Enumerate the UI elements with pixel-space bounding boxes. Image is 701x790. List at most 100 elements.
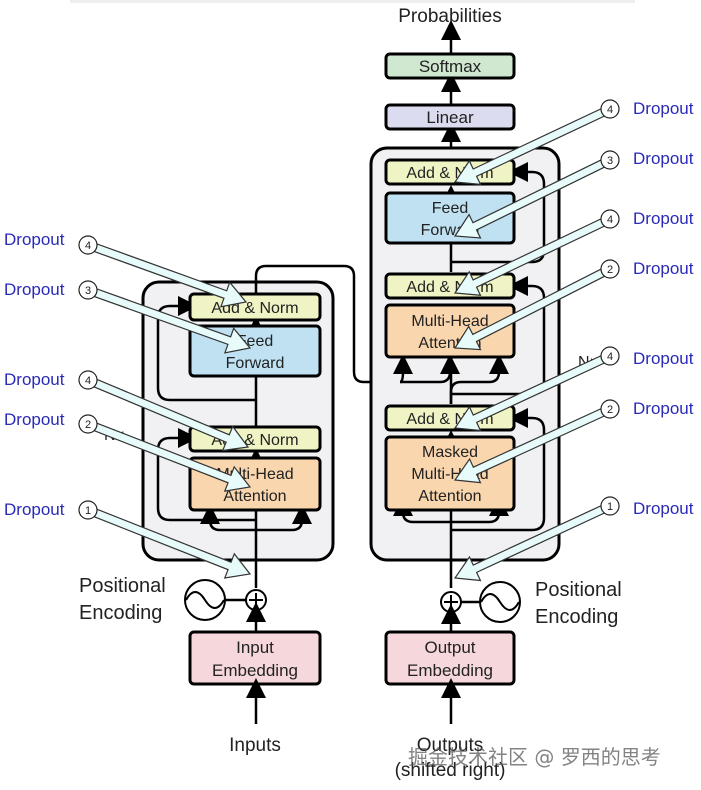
encoder-residual-1 [156,428,256,522]
dropout-label: Dropout [633,399,694,418]
decoder-residual-3 [451,162,546,264]
dropout-callout: 1 Dropout [453,496,694,582]
decoder-masked-attention [384,435,516,512]
dropout-number: 4 [85,375,91,387]
dropout-number: 3 [85,285,91,297]
dropout-number: 4 [607,104,613,116]
input-embedding-label-1: Input [236,638,274,657]
dropout-label: Dropout [633,99,694,118]
dropout-number-circle [600,150,620,170]
decoder-masked-label-1: Masked [422,444,478,461]
encoder-to-decoder-line [254,264,400,384]
output-embedding-label-1: Output [424,638,475,657]
dropout-number-circle [78,500,98,520]
dropout-number-circle [600,496,620,516]
dropout-label: Dropout [633,209,694,228]
dropout-number: 1 [85,505,91,517]
encoder-attn-branch-right [256,504,312,532]
dropout-arrow [453,404,613,484]
dropout-callout: 2 Dropout [453,399,694,484]
sine-wave-icon [185,591,225,609]
dropout-arrow [453,155,613,239]
decoder-cross-attention [384,303,516,359]
dropout-number: 4 [85,240,91,252]
dropout-number: 1 [607,501,613,513]
dropout-number-circle [600,346,620,366]
dropout-number-circle [600,259,620,279]
decoder-pe-label-1: Positional [535,579,622,601]
dropout-label: Dropout [4,410,65,429]
decoder-cross-attn-label-1: Multi-Head [411,313,488,330]
decoder-cross-v [400,354,460,384]
dropout-label: Dropout [633,499,694,518]
dropout-arrow [453,214,613,296]
dropout-number-circle [78,280,98,300]
probabilities-label: Probabilities [398,6,502,27]
decoder-residual-1 [451,408,546,532]
encoder-attention [188,456,322,512]
decoder-masked-label-3: Attention [418,488,481,505]
inputs-label: Inputs [229,735,281,756]
encoder-pe-label-1: Positional [79,575,166,597]
decoder-feed-forward [384,191,516,245]
dropout-arrow [453,264,613,351]
dropout-label: Dropout [4,280,65,299]
encoder-residual-2 [156,296,256,402]
decoder-masked-branch-right [451,496,509,524]
dropout-arrow [85,419,252,492]
dropout-label: Dropout [633,349,694,368]
output-embedding-label-2: Embedding [407,661,493,680]
dropout-arrow [85,285,252,354]
dropout-arrow [85,505,252,579]
dropout-label: Dropout [4,230,65,249]
dropout-label: Dropout [633,259,694,278]
dropout-label: Dropout [4,500,65,519]
encoder-pe-label-2: Encoding [79,602,162,624]
outputs-sublabel: (shifted right) [395,760,506,781]
dropout-arrow [85,375,250,452]
decoder-pe-label-2: Encoding [535,606,618,628]
dropout-callout: 3 Dropout [4,280,252,354]
dropout-number: 4 [607,214,613,226]
outputs-label: Outputs [417,735,484,756]
dropout-number-circle [600,99,620,119]
dropout-arrow [453,104,613,186]
dropout-arrow [453,351,613,432]
encoder-attn-label-2: Attention [223,488,286,505]
dropout-label: Dropout [4,370,65,389]
dropout-number: 2 [85,419,91,431]
input-embedding-label-2: Embedding [212,661,298,680]
dropout-number: 4 [607,351,613,363]
dropout-number-circle [78,370,98,390]
encoder-ff-label-2: Forward [226,355,285,372]
sine-wave-icon [480,593,520,611]
decoder-masked-branch-left [393,496,451,524]
dropout-callout: 2 Dropout [4,410,252,492]
linear-label: Linear [426,108,474,127]
decoder-cross-q [449,354,509,404]
dropout-number-circle [78,235,98,255]
softmax-label: Softmax [419,57,482,76]
dropout-number-circle [600,399,620,419]
dropout-callout: 1 Dropout [4,500,252,579]
dropout-label: Dropout [633,149,694,168]
encoder-add-norm-top [188,292,322,322]
encoder-attn-branch-left [200,504,256,532]
dropout-number-circle [600,209,620,229]
dropout-number: 2 [607,404,613,416]
watermark: 掘金技术社区 @ 罗西的思考 [408,745,661,769]
top-strip [70,0,635,3]
dropout-number: 3 [607,155,613,167]
dropout-number-circle [78,414,98,434]
decoder-ff-label-1: Feed [432,200,468,217]
